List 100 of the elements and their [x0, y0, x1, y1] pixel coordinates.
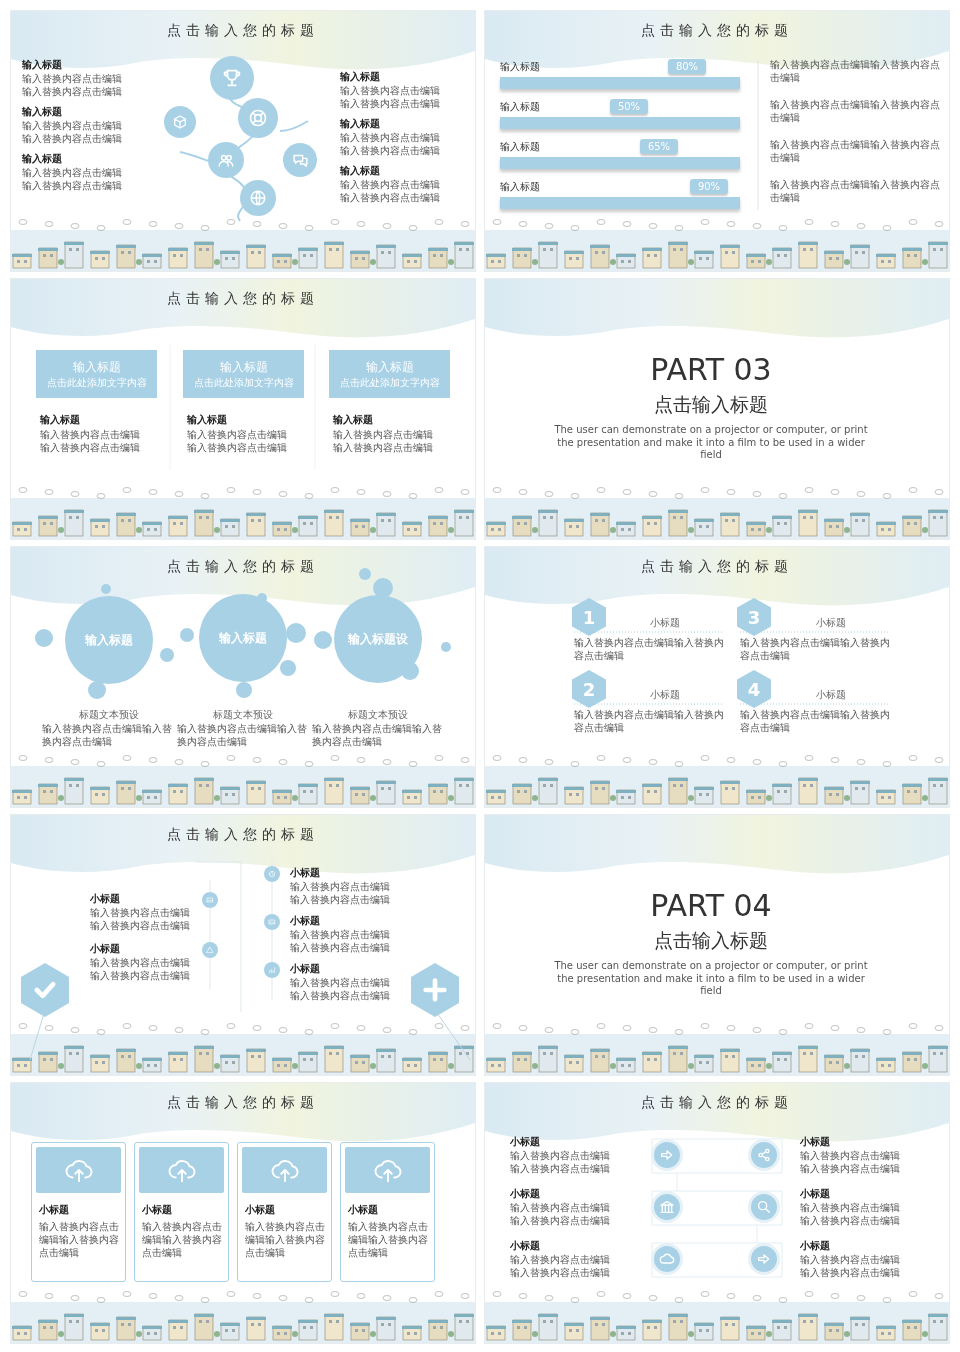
- item-heading: 小标题: [800, 1239, 830, 1253]
- body-text: 输入替换内容点击编辑输入替换内容点击编辑: [574, 636, 725, 662]
- body-text: 输入替换内容点击编辑输入替换内容点击编辑: [340, 84, 441, 110]
- percent-value: 90%: [697, 181, 721, 192]
- body-text: 输入替换内容点击编辑输入替换内容点击编辑: [333, 428, 434, 454]
- card-heading: 小标题: [39, 1203, 69, 1217]
- body-text: 输入替换内容点击编辑输入替换内容点击编辑: [290, 880, 391, 906]
- slide-title: 点击输入您的标题: [167, 558, 319, 576]
- box-title: 输入标题: [72, 358, 121, 376]
- item-heading: 输入标题: [22, 58, 62, 72]
- percent-tag: [610, 99, 648, 114]
- item-heading: 输入标题: [40, 413, 80, 427]
- body-text: 输入替换内容点击编辑输入替换内容点击编辑: [312, 722, 443, 748]
- item-heading: 小标题: [800, 1187, 830, 1201]
- body-text: 输入替换内容点击编辑输入替换内容点击编辑: [340, 131, 441, 157]
- body-text: 输入替换内容点击编辑输入替换内容点击编辑: [740, 636, 891, 662]
- item-heading: 输入标题: [333, 413, 373, 427]
- content-card: [340, 1142, 435, 1282]
- item-caption: 小标题: [816, 616, 846, 630]
- step-number: 2: [582, 678, 596, 700]
- percent-value: 80%: [675, 61, 699, 72]
- body-text: 输入替换内容点击编辑输入替换内容点击编辑: [177, 722, 308, 748]
- slide-title: 点击输入您的标题: [167, 290, 319, 308]
- body-text: 输入替换内容点击编辑输入替换内容点击编辑: [510, 1253, 611, 1279]
- slide-title: 点击输入您的标题: [641, 1094, 793, 1112]
- item-heading: 输入标题: [340, 164, 380, 178]
- title-box: [329, 350, 450, 398]
- body-text: 输入替换内容点击编辑输入替换内容点击编辑: [800, 1253, 901, 1279]
- body-text: 输入替换内容点击编辑输入替换内容点击编辑: [770, 138, 941, 164]
- body-text: 输入替换内容点击编辑输入替换内容点击编辑: [770, 178, 941, 204]
- body-text: 输入替换内容点击编辑输入替换内容点击编辑: [39, 1220, 120, 1259]
- body-text: 输入替换内容点击编辑输入替换内容点击编辑: [574, 708, 725, 734]
- percent-tag: [690, 179, 728, 194]
- body-text: 输入替换内容点击编辑输入替换内容点击编辑: [90, 906, 191, 932]
- item-heading: 输入标题: [340, 117, 380, 131]
- box-subtitle: 点击此处添加文字内容: [193, 375, 294, 390]
- percent-value: 50%: [617, 101, 641, 112]
- slide-title: 点击输入您的标题: [641, 22, 793, 40]
- box-subtitle: 点击此处添加文字内容: [339, 375, 440, 390]
- title-box: [36, 350, 157, 398]
- body-text: 输入替换内容点击编辑输入替换内容点击编辑: [42, 722, 173, 748]
- item-caption: 标题文本预设: [213, 708, 273, 722]
- body-text: 输入替换内容点击编辑输入替换内容点击编辑: [510, 1201, 611, 1227]
- body-text: 输入替换内容点击编辑输入替换内容点击编辑: [22, 72, 123, 98]
- content-card: [237, 1142, 332, 1282]
- item-heading: 小标题: [510, 1135, 540, 1149]
- body-text: 输入替换内容点击编辑输入替换内容点击编辑: [22, 119, 123, 145]
- circle-title: 输入标题设: [348, 630, 408, 648]
- body-text: 输入替换内容点击编辑输入替换内容点击编辑: [800, 1149, 901, 1175]
- body-text: 输入替换内容点击编辑输入替换内容点击编辑: [90, 956, 191, 982]
- body-text: 输入替换内容点击编辑输入替换内容点击编辑: [40, 428, 141, 454]
- item-heading: 小标题: [510, 1187, 540, 1201]
- card-heading: 小标题: [245, 1203, 275, 1217]
- item-heading: 小标题: [90, 942, 120, 956]
- body-text: 输入替换内容点击编辑输入替换内容点击编辑: [187, 428, 288, 454]
- part-number: PART 03: [650, 352, 772, 387]
- description-text: The user can demonstrate on a projector or computer, or print the presentation and make it into a film to be used in a wider field: [553, 424, 869, 462]
- item-caption: 标题文本预设: [79, 708, 139, 722]
- slide-title: 点击输入您的标题: [167, 826, 319, 844]
- bar-label: 输入标题: [500, 60, 540, 74]
- item-heading: 输入标题: [187, 413, 227, 427]
- box-title: 输入标题: [219, 358, 268, 376]
- body-text: 输入替换内容点击编辑输入替换内容点击编辑: [740, 708, 891, 734]
- body-text: 输入替换内容点击编辑输入替换内容点击编辑: [770, 98, 941, 124]
- body-text: 输入替换内容点击编辑输入替换内容点击编辑: [290, 928, 391, 954]
- item-heading: 小标题: [290, 866, 320, 880]
- body-text: 输入替换内容点击编辑输入替换内容点击编辑: [22, 166, 123, 192]
- content-card: [31, 1142, 126, 1282]
- card-heading: 小标题: [348, 1203, 378, 1217]
- body-text: 输入替换内容点击编辑输入替换内容点击编辑: [770, 58, 941, 84]
- percent-tag: [640, 139, 678, 154]
- circle-title: 输入标题: [85, 631, 133, 649]
- slide-title: 点击输入您的标题: [167, 22, 319, 40]
- section-title: 点击输入标题: [654, 392, 768, 417]
- slide-title: 点击输入您的标题: [641, 558, 793, 576]
- box-title: 输入标题: [365, 358, 414, 376]
- body-text: 输入替换内容点击编辑输入替换内容点击编辑: [245, 1220, 326, 1259]
- item-heading: 小标题: [510, 1239, 540, 1253]
- item-heading: 小标题: [290, 962, 320, 976]
- body-text: 输入替换内容点击编辑输入替换内容点击编辑: [340, 178, 441, 204]
- item-caption: 标题文本预设: [348, 708, 408, 722]
- item-heading: 输入标题: [22, 105, 62, 119]
- item-heading: 小标题: [290, 914, 320, 928]
- circle-title: 输入标题: [219, 629, 267, 647]
- item-heading: 小标题: [800, 1135, 830, 1149]
- body-text: 输入替换内容点击编辑输入替换内容点击编辑: [510, 1149, 611, 1175]
- body-text: 输入替换内容点击编辑输入替换内容点击编辑: [348, 1220, 429, 1259]
- bar-label: 输入标题: [500, 140, 540, 154]
- percent-tag: [668, 59, 706, 74]
- section-title: 点击输入标题: [654, 928, 768, 953]
- body-text: 输入替换内容点击编辑输入替换内容点击编辑: [290, 976, 391, 1002]
- part-number: PART 04: [650, 888, 772, 923]
- percent-value: 65%: [647, 141, 671, 152]
- item-caption: 小标题: [816, 688, 846, 702]
- step-number: 3: [747, 606, 761, 628]
- slide-title: 点击输入您的标题: [167, 1094, 319, 1112]
- body-text: 输入替换内容点击编辑输入替换内容点击编辑: [142, 1220, 223, 1259]
- bar-label: 输入标题: [500, 180, 540, 194]
- item-caption: 小标题: [650, 616, 680, 630]
- item-heading: 输入标题: [22, 152, 62, 166]
